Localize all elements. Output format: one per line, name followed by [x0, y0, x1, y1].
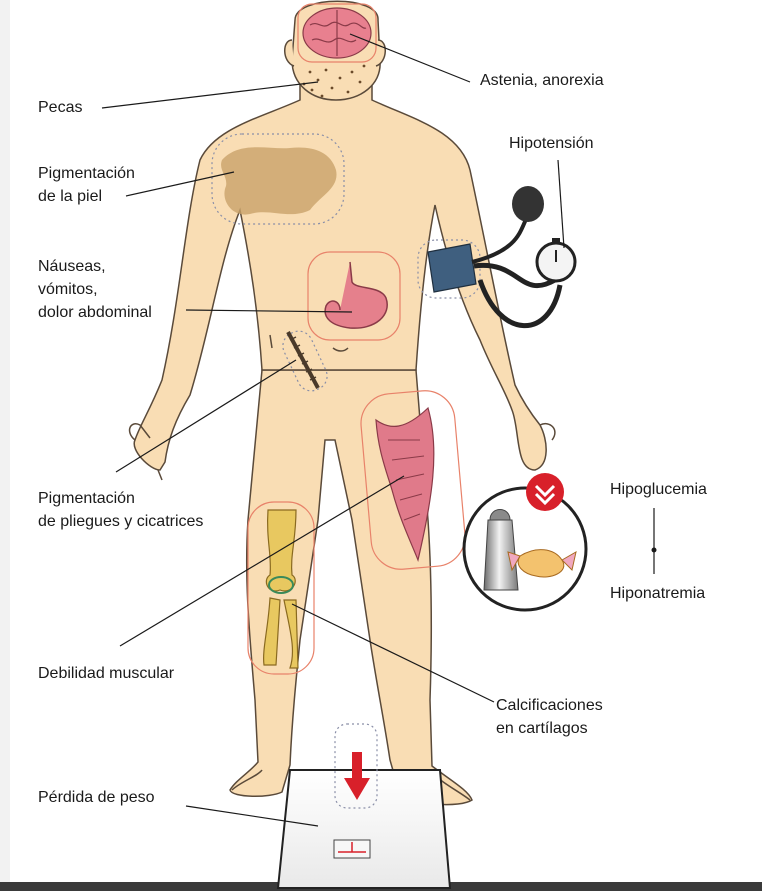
- label-hipotension: Hipotensión: [509, 135, 594, 152]
- page-edge-shade: [0, 0, 10, 891]
- body-details: [269, 334, 349, 352]
- label-line: vómitos,: [38, 281, 98, 298]
- label-calcificaciones: Calcificaciones en cartílagos: [496, 694, 603, 740]
- leader-lines: [101, 33, 655, 827]
- label-hiponatremia: Hiponatremia: [610, 585, 706, 602]
- label-line: dolor abdominal: [38, 304, 152, 321]
- label-line: de la piel: [38, 188, 103, 205]
- brain-icon: [297, 3, 377, 63]
- label-perdida-peso: Pérdida de peso: [38, 789, 155, 806]
- hypoglycemia-hyponatremia-icon: [462, 473, 588, 612]
- leader-pigmentacion-piel: [125, 171, 235, 197]
- label-line: Pigmentación: [38, 165, 135, 182]
- leader-perdida-peso: [185, 805, 319, 827]
- label-pigmentacion-piel: Pigmentación de la piel: [38, 162, 135, 208]
- label-hipoglucemia: Hipoglucemia: [610, 481, 707, 498]
- label-line: Pigmentación: [38, 490, 135, 507]
- leader-pecas: [101, 81, 319, 109]
- human-body: [128, 0, 556, 806]
- leader-calcificaciones: [291, 603, 495, 703]
- leader-debilidad: [119, 475, 405, 647]
- label-line: Calcificaciones: [496, 697, 603, 714]
- legs: [229, 369, 473, 806]
- leader-nauseas: [185, 309, 353, 313]
- scar-pigmentation: [282, 330, 328, 392]
- label-debilidad: Debilidad muscular: [38, 665, 175, 682]
- connector-dot: [651, 547, 657, 553]
- label-nauseas: Náuseas, vómitos, dolor abdominal: [38, 255, 152, 324]
- label-line: Náuseas,: [38, 258, 106, 275]
- blood-pressure-icon: [417, 186, 577, 329]
- leader-pliegues: [115, 359, 297, 473]
- label-astenia: Astenia, anorexia: [480, 72, 604, 89]
- leader-hipotension: [557, 159, 565, 249]
- label-pecas: Pecas: [38, 99, 83, 116]
- muscle-icon: [360, 390, 466, 570]
- chest-pigmentation: [211, 133, 345, 225]
- leader-astenia: [349, 33, 471, 83]
- knee-bones-icon: [247, 501, 315, 675]
- label-line: en cartílagos: [496, 720, 588, 737]
- scale-icon: [276, 723, 452, 889]
- hands: [128, 423, 556, 481]
- label-line: de pliegues y cicatrices: [38, 513, 204, 530]
- ears: [284, 39, 386, 67]
- label-pigmentacion-pliegues: Pigmentación de pliegues y cicatrices: [38, 487, 203, 533]
